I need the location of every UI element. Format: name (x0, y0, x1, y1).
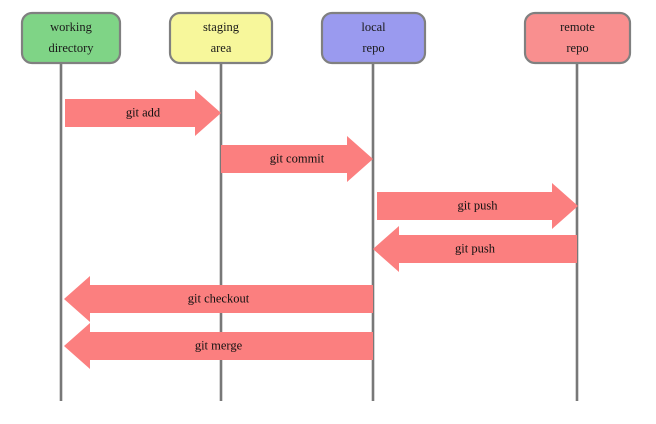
message-arrow-git-checkout (64, 276, 373, 322)
nodes-layer: workingdirectorystagingarealocalreporemo… (20, 11, 632, 65)
message-arrow-git-commit (221, 136, 373, 182)
node-label-remote-repo-line1: remote (560, 20, 595, 34)
message-label-git-commit: git commit (270, 151, 325, 165)
node-label-local-repo-line2: repo (362, 41, 384, 55)
message-label-git-merge: git merge (195, 338, 243, 352)
message-arrow-git-push-out (377, 183, 578, 229)
node-label-working-directory-line1: working (50, 20, 92, 34)
node-label-local-repo-line1: local (361, 20, 386, 34)
node-working-directory[interactable]: working directory (20, 11, 122, 65)
node-label-staging-area-line2: area (211, 41, 232, 55)
node-remote-repo[interactable]: remote repo (523, 11, 632, 65)
message-label-git-add: git add (126, 105, 161, 119)
messages-layer: git add git commit git push git push git che… (64, 90, 578, 369)
node-box-remote-repo[interactable] (523, 11, 632, 65)
node-staging-area[interactable]: staging area (168, 11, 274, 65)
node-label-remote-repo-line2: repo (566, 41, 588, 55)
message-arrow-git-merge (64, 323, 373, 369)
node-local-repo[interactable]: local repo (320, 11, 427, 65)
message-label-git-push-back: git push (455, 241, 496, 255)
node-box-working-directory[interactable] (20, 11, 122, 65)
message-label-git-push-out: git push (458, 198, 499, 212)
message-arrow-git-push-back (373, 226, 577, 272)
node-label-staging-area-line1: staging (203, 20, 240, 34)
node-box-staging-area[interactable] (168, 11, 274, 65)
message-arrow-git-add (65, 90, 221, 136)
node-label-working-directory-line2: directory (48, 41, 94, 55)
node-box-local-repo[interactable] (320, 11, 427, 65)
message-label-git-checkout: git checkout (188, 291, 250, 305)
